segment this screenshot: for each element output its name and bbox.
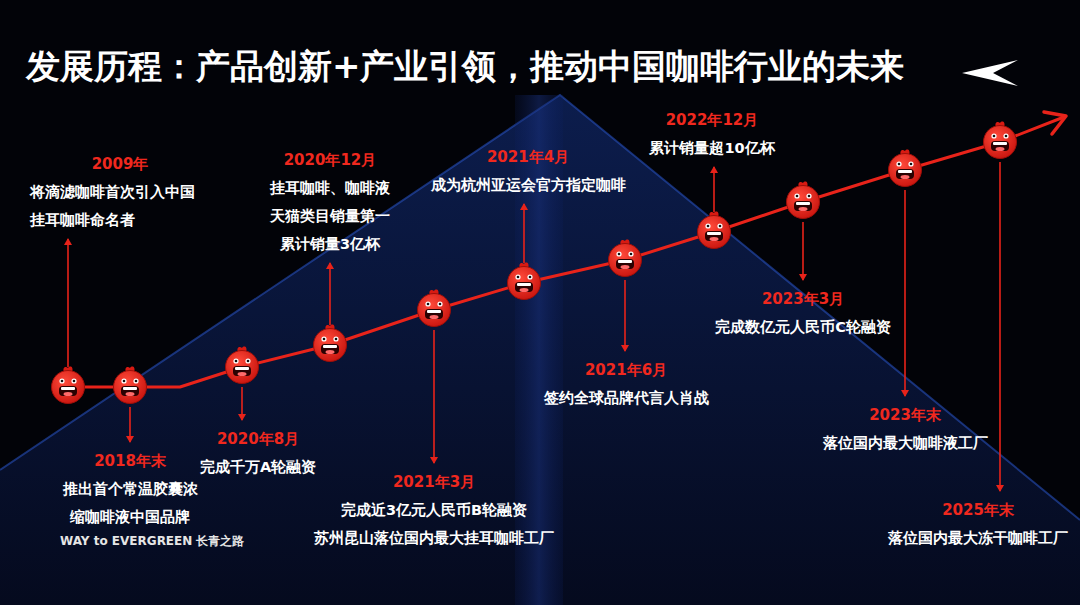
event-date: 2020年12月 xyxy=(263,146,398,174)
timeline-event: 2025年末落位国内最大冻干咖啡工厂 xyxy=(882,496,1074,552)
leader-line xyxy=(713,167,715,212)
event-description: 完成数亿元人民币C轮融资 xyxy=(707,313,899,341)
event-description: 落位国内最大冻干咖啡工厂 xyxy=(882,524,1074,552)
event-description: 签约全球品牌代言人肖战 xyxy=(538,384,715,412)
event-description: 推出首个常温胶囊浓缩咖啡液中国品牌 xyxy=(60,475,200,531)
leader-line xyxy=(999,162,1001,491)
event-date: 2021年3月 xyxy=(308,468,560,496)
leader-line xyxy=(523,204,525,263)
event-description: 完成千万A轮融资 xyxy=(194,453,323,481)
timeline-event: 2023年3月完成数亿元人民币C轮融资 xyxy=(707,285,899,341)
timeline-event: 2021年4月成为杭州亚运会官方指定咖啡 xyxy=(425,143,632,199)
timeline-event: 2009年将滴滤咖啡首次引入中国 挂耳咖啡命名者 xyxy=(30,150,210,234)
timeline-event: 2022年12月累计销量超10亿杯 xyxy=(640,106,784,162)
event-date: 2021年4月 xyxy=(425,143,632,171)
event-date: 2023年3月 xyxy=(707,285,899,313)
leader-line xyxy=(67,239,69,367)
event-date: 2009年 xyxy=(30,150,210,178)
event-description: 累计销量超10亿杯 xyxy=(640,134,784,162)
event-description: 成为杭州亚运会官方指定咖啡 xyxy=(425,171,632,199)
event-description: 落位国内最大咖啡液工厂 xyxy=(817,429,994,457)
timeline-event: 2021年3月完成近3亿元人民币B轮融资 苏州昆山落位国内最大挂耳咖啡工厂 xyxy=(308,468,560,552)
event-description: 完成近3亿元人民币B轮融资 苏州昆山落位国内最大挂耳咖啡工厂 xyxy=(308,496,560,552)
leader-line xyxy=(802,222,804,280)
timeline-event: 2021年6月签约全球品牌代言人肖战 xyxy=(538,356,715,412)
event-description: 将滴滤咖啡首次引入中国 挂耳咖啡命名者 xyxy=(30,178,210,234)
timeline-event: 2020年12月挂耳咖啡、咖啡液 天猫类目销量第一 累计销量3亿杯 xyxy=(263,146,398,258)
timeline-event: 2018年末推出首个常温胶囊浓缩咖啡液中国品牌 xyxy=(60,447,200,531)
event-date: 2020年8月 xyxy=(194,425,323,453)
leader-line xyxy=(433,330,435,463)
leader-line xyxy=(624,280,626,351)
brand-slogan: WAY to EVERGREEN 长青之路 xyxy=(60,533,245,549)
slide-title: 发展历程：产品创新+产业引领，推动中国咖啡行业的未来 xyxy=(26,44,905,88)
timeline-event: 2020年8月完成千万A轮融资 xyxy=(194,425,323,481)
event-date: 2021年6月 xyxy=(538,356,715,384)
leader-line xyxy=(241,387,243,420)
event-date: 2025年末 xyxy=(882,496,1074,524)
event-date: 2018年末 xyxy=(60,447,200,475)
event-description: 挂耳咖啡、咖啡液 天猫类目销量第一 累计销量3亿杯 xyxy=(263,174,398,258)
event-date: 2023年末 xyxy=(817,401,994,429)
leader-line xyxy=(904,190,906,396)
leader-line xyxy=(129,407,131,442)
timeline-event: 2023年末落位国内最大咖啡液工厂 xyxy=(817,401,994,457)
event-date: 2022年12月 xyxy=(640,106,784,134)
leader-line xyxy=(329,263,331,325)
